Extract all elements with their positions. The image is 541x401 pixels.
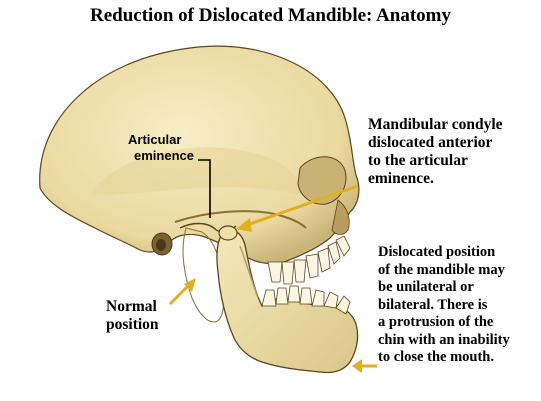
note-line: to the articular	[368, 152, 468, 169]
condyle-note: Mandibular condyle dislocated anterior t…	[368, 116, 503, 188]
note-line: Dislocated position	[378, 244, 496, 260]
label-line: eminence	[134, 148, 194, 163]
condyle-arrow	[236, 184, 359, 232]
note-line: a protrusion of the	[378, 314, 494, 330]
articular-eminence-leader	[198, 159, 211, 218]
normal-position-label: Normal position	[106, 298, 159, 334]
temporal-shading	[90, 147, 305, 196]
note-line: be unilateral or	[378, 279, 474, 295]
zygomatic-arch	[174, 210, 307, 229]
nasal-cavity	[331, 199, 350, 235]
note-line: to close the mouth.	[378, 349, 494, 365]
label-line: position	[106, 316, 159, 333]
label-line: Normal	[106, 298, 157, 315]
note-line: eminence.	[368, 170, 434, 187]
normal-position-arrow	[168, 278, 196, 306]
diagram-title: Reduction of Dislocated Mandible: Anatom…	[90, 5, 451, 26]
articular-eminence-label: Articular eminence	[128, 132, 194, 164]
lower-teeth	[261, 285, 351, 315]
chin-arrow	[352, 359, 377, 373]
mandibular-condyle	[218, 225, 238, 241]
dislocated-note: Dislocated position of the mandible may …	[378, 244, 510, 367]
note-line: Mandibular condyle	[368, 116, 503, 133]
upper-teeth	[267, 235, 351, 285]
note-line: of the mandible may	[378, 261, 505, 278]
note-line: chin with an inability	[378, 331, 510, 348]
note-line: bilateral. There is	[378, 296, 488, 313]
note-line: dislocated anterior	[368, 134, 493, 151]
label-line: Articular	[128, 132, 182, 147]
